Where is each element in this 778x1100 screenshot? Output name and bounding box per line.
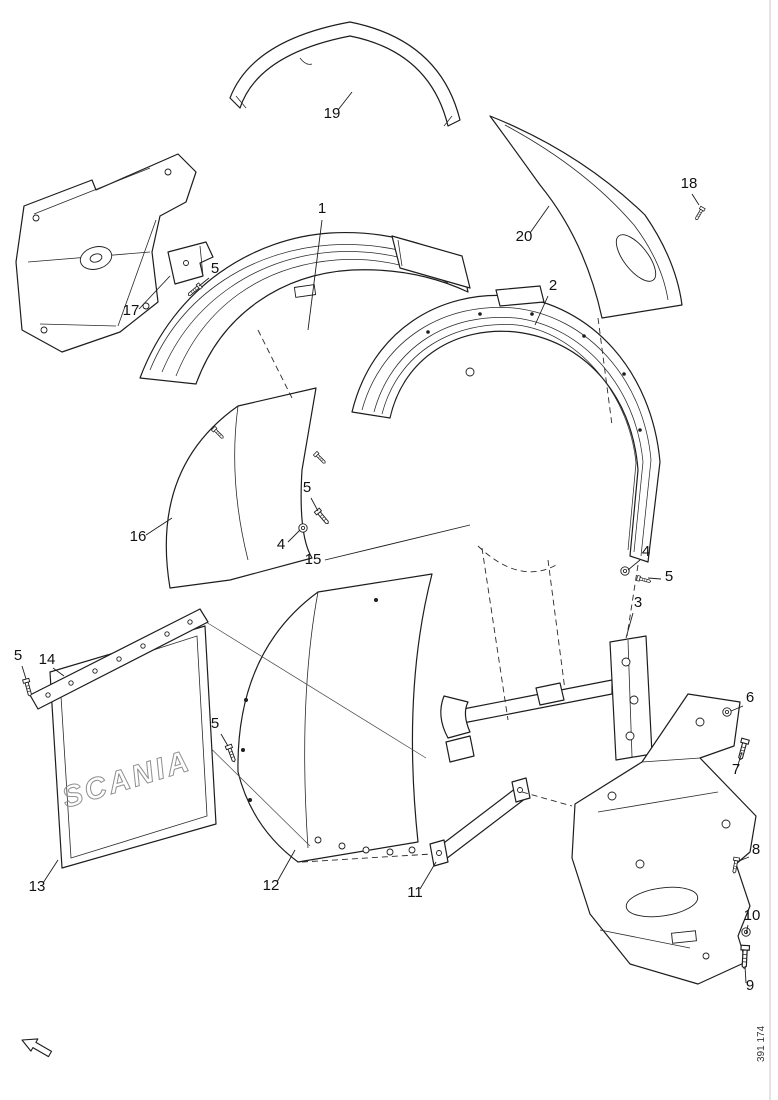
callout-label-13: 13	[29, 878, 46, 895]
part-2-fender-rear	[351, 285, 661, 573]
callout-label-5-bottom: 5	[211, 715, 219, 732]
part-19-top-strip	[229, 21, 461, 127]
callout-label-18: 18	[681, 175, 698, 192]
callout-label-1: 1	[318, 200, 326, 217]
callout-label-5-mid: 5	[303, 479, 311, 496]
callout-label-7: 7	[732, 761, 740, 778]
callout-label-4-left: 4	[277, 536, 285, 553]
callout-label-11: 11	[407, 884, 423, 901]
part-11-bracket-bar	[429, 777, 531, 867]
screw-icon	[693, 205, 706, 222]
direction-arrow-icon	[21, 1038, 53, 1058]
callout-label-12: 12	[263, 877, 280, 894]
callout-label-19: 19	[324, 105, 341, 122]
assembly-dashed-lines	[257, 317, 639, 863]
part-20-side-panel	[489, 115, 683, 319]
callout-label-6: 6	[746, 689, 754, 706]
callout-label-17: 17	[123, 302, 140, 319]
callout-label-5-far-left: 5	[14, 647, 22, 664]
washer-icon	[620, 566, 630, 576]
callout-label-2: 2	[549, 277, 557, 294]
callout-label-8: 8	[752, 841, 760, 858]
callout-label-4-right: 4	[642, 543, 650, 560]
callout-label-9: 9	[746, 977, 754, 994]
callout-label-15: 15	[305, 551, 322, 568]
figure-number: 391 174	[756, 1025, 767, 1062]
leader-lines	[21, 91, 750, 984]
screw-icon	[636, 575, 652, 585]
washer-icon	[298, 523, 308, 533]
callout-label-3: 3	[634, 594, 642, 611]
screw-icon	[224, 743, 238, 764]
bracket-panel-left	[15, 153, 197, 353]
callout-label-14: 14	[39, 651, 56, 668]
part-3-support-bracket	[440, 635, 653, 763]
part-13-mud-flap: SCANIA	[49, 625, 217, 869]
part-14-clamp-strip	[29, 608, 209, 710]
washer-icon	[722, 707, 732, 717]
screw-icon	[22, 677, 34, 698]
callout-label-5-upper: 5	[211, 260, 219, 277]
callout-label-16: 16	[130, 528, 147, 545]
part-16-shield-panel	[165, 387, 317, 589]
callout-labels: 1 2 3 4 4 5 5 5 5 5 6 7 8 9 10 11 12 13 …	[14, 105, 761, 994]
part-1-fender-front	[139, 231, 471, 385]
screw-icon	[313, 451, 328, 466]
callout-label-10: 10	[744, 907, 761, 924]
chassis-bracket-right	[571, 693, 757, 985]
screw-icon	[735, 737, 750, 762]
screw-icon	[313, 507, 331, 527]
part-17-bracket	[167, 241, 214, 285]
callout-label-5-right: 5	[665, 568, 673, 585]
part-12-mudguard-lower	[237, 573, 433, 863]
callout-label-20: 20	[516, 228, 533, 245]
